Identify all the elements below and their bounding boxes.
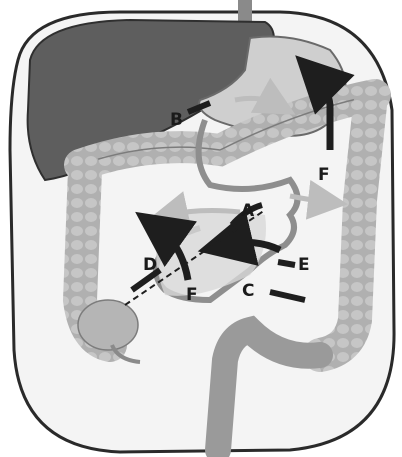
cecum — [78, 300, 138, 350]
label-d: D — [143, 255, 157, 275]
label-a: A — [241, 201, 255, 221]
label-f-upper: F — [318, 165, 330, 185]
label-f-lower: F — [186, 285, 198, 305]
label-b: B — [170, 110, 183, 130]
label-c: C — [242, 281, 254, 301]
label-e: E — [298, 255, 310, 275]
leader-line-e — [278, 262, 295, 265]
